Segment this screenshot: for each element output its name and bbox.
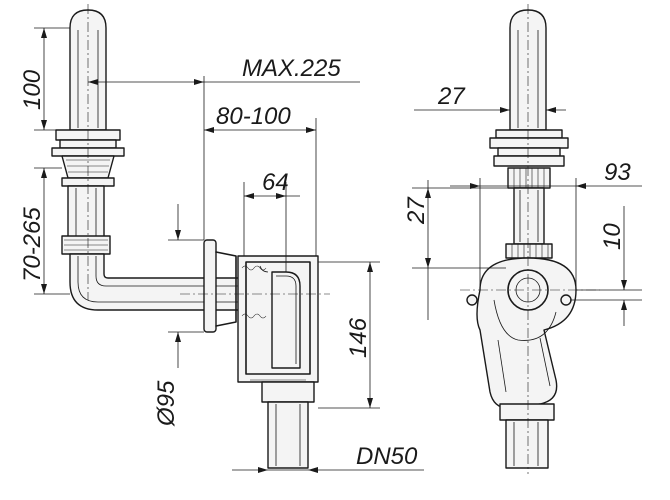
dim-side-spacing: 27 (403, 196, 430, 225)
side-screw-left (466, 294, 478, 306)
dim-max-projection: MAX.225 (242, 55, 341, 82)
elevation-view (51, 4, 330, 469)
dim-trap-height: 146 (345, 317, 372, 358)
dim-side-body-width: 93 (604, 159, 631, 186)
side-screw-right (560, 294, 572, 306)
outlet-pipe (261, 381, 315, 469)
side-view (460, 4, 600, 474)
dim-trap-offset: 64 (262, 169, 289, 196)
dim-height-adjust: 70-265 (19, 207, 46, 282)
side-outlet-pipe (499, 403, 555, 421)
elevation-dimensions: 100 70-265 MAX.225 80-100 64 146 (19, 27, 424, 473)
dim-rosette-diameter: Ø95 (153, 380, 180, 427)
dim-side-offset: 10 (599, 223, 626, 250)
dim-side-riser-width: 27 (437, 83, 466, 110)
dim-outlet-size: DN50 (356, 443, 418, 470)
dim-wall-distance: 80-100 (216, 103, 291, 130)
wall-rosette (203, 239, 217, 333)
side-trap-body (476, 257, 577, 409)
dim-riser-length: 100 (19, 69, 46, 110)
vertical-tube (61, 185, 111, 255)
trap-body (237, 255, 319, 383)
side-dimensions: 27 93 27 10 (403, 83, 642, 326)
